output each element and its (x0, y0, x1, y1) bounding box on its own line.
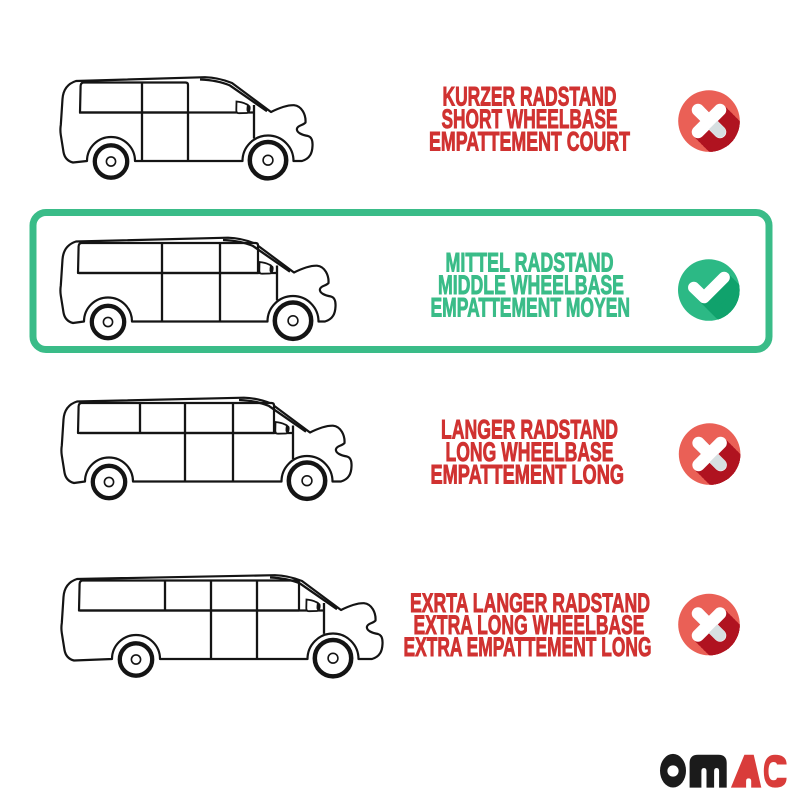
svg-text:MIDDLE WHEELBASE: MIDDLE WHEELBASE (438, 270, 624, 300)
svg-text:EXRTA LANGER RADSTAND: EXRTA LANGER RADSTAND (410, 588, 650, 618)
svg-text:EXTRA LONG WHEELBASE: EXTRA LONG WHEELBASE (414, 610, 645, 640)
svg-text:EXTRA EMPATTEMENT LONG: EXTRA EMPATTEMENT LONG (404, 632, 652, 662)
svg-text:EMPATTEMENT MOYEN: EMPATTEMENT MOYEN (431, 293, 631, 323)
svg-text:EMPATTEMENT COURT: EMPATTEMENT COURT (429, 127, 630, 157)
svg-text:MITTEL RADSTAND: MITTEL RADSTAND (446, 248, 614, 278)
svg-text:SHORT WHEELBASE: SHORT WHEELBASE (442, 104, 618, 134)
svg-text:KURZER RADSTAND: KURZER RADSTAND (443, 82, 617, 112)
svg-text:LONG WHEELBASE: LONG WHEELBASE (446, 437, 614, 467)
svg-text:EMPATTEMENT LONG: EMPATTEMENT LONG (431, 460, 625, 490)
svg-text:LANGER RADSTAND: LANGER RADSTAND (441, 415, 618, 445)
